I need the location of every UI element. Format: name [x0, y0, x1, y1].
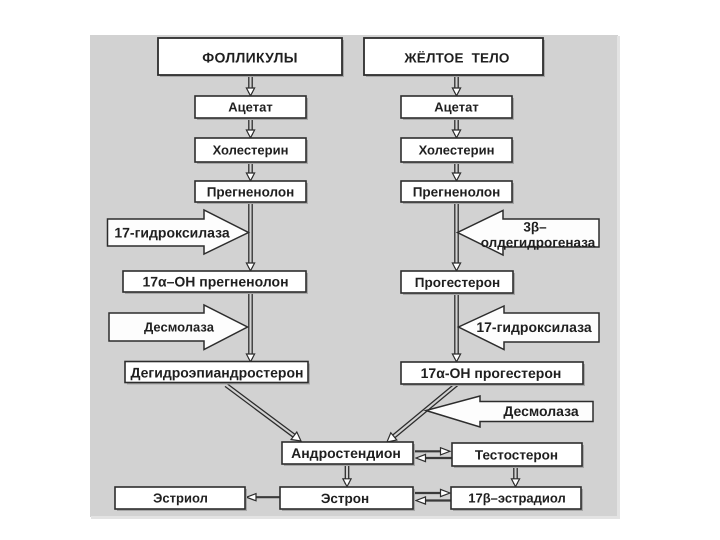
svg-text:Холестерин: Холестерин: [419, 143, 495, 158]
svg-text:Прогестерон: Прогестерон: [415, 275, 500, 290]
svg-text:Эстриол: Эстриол: [153, 491, 208, 506]
svg-text:олдегидрогеназа: олдегидрогеназа: [481, 235, 596, 250]
svg-text:17-гидроксилаза: 17-гидроксилаза: [114, 225, 230, 241]
svg-text:ЖЁЛТОЕ ТЕЛО: ЖЁЛТОЕ ТЕЛО: [403, 50, 509, 65]
svg-text:Прегненолон: Прегненолон: [207, 184, 295, 199]
svg-text:17α-ОН прогестерон: 17α-ОН прогестерон: [421, 365, 562, 381]
svg-text:Дегидроэпиандростерон: Дегидроэпиандростерон: [130, 364, 303, 380]
svg-text:Ацетат: Ацетат: [228, 100, 272, 115]
svg-text:17α–ОН прегненолон: 17α–ОН прегненолон: [142, 274, 288, 290]
svg-text:Десмолаза: Десмолаза: [144, 320, 215, 335]
svg-text:Прегненолон: Прегненолон: [413, 184, 501, 199]
svg-text:17β–эстрадиол: 17β–эстрадиол: [468, 491, 566, 506]
svg-text:17-гидроксилаза: 17-гидроксилаза: [476, 319, 592, 335]
svg-text:Эстрон: Эстрон: [321, 491, 369, 506]
svg-text:ФОЛЛИКУЛЫ: ФОЛЛИКУЛЫ: [202, 49, 298, 65]
svg-text:Тестостерон: Тестостерон: [475, 447, 558, 462]
svg-text:Андростендион: Андростендион: [291, 445, 401, 461]
svg-text:Десмолаза: Десмолаза: [503, 403, 579, 419]
svg-text:Ацетат: Ацетат: [434, 100, 478, 115]
svg-text:Холестерин: Холестерин: [213, 143, 289, 158]
svg-text:3β–: 3β–: [523, 220, 547, 235]
